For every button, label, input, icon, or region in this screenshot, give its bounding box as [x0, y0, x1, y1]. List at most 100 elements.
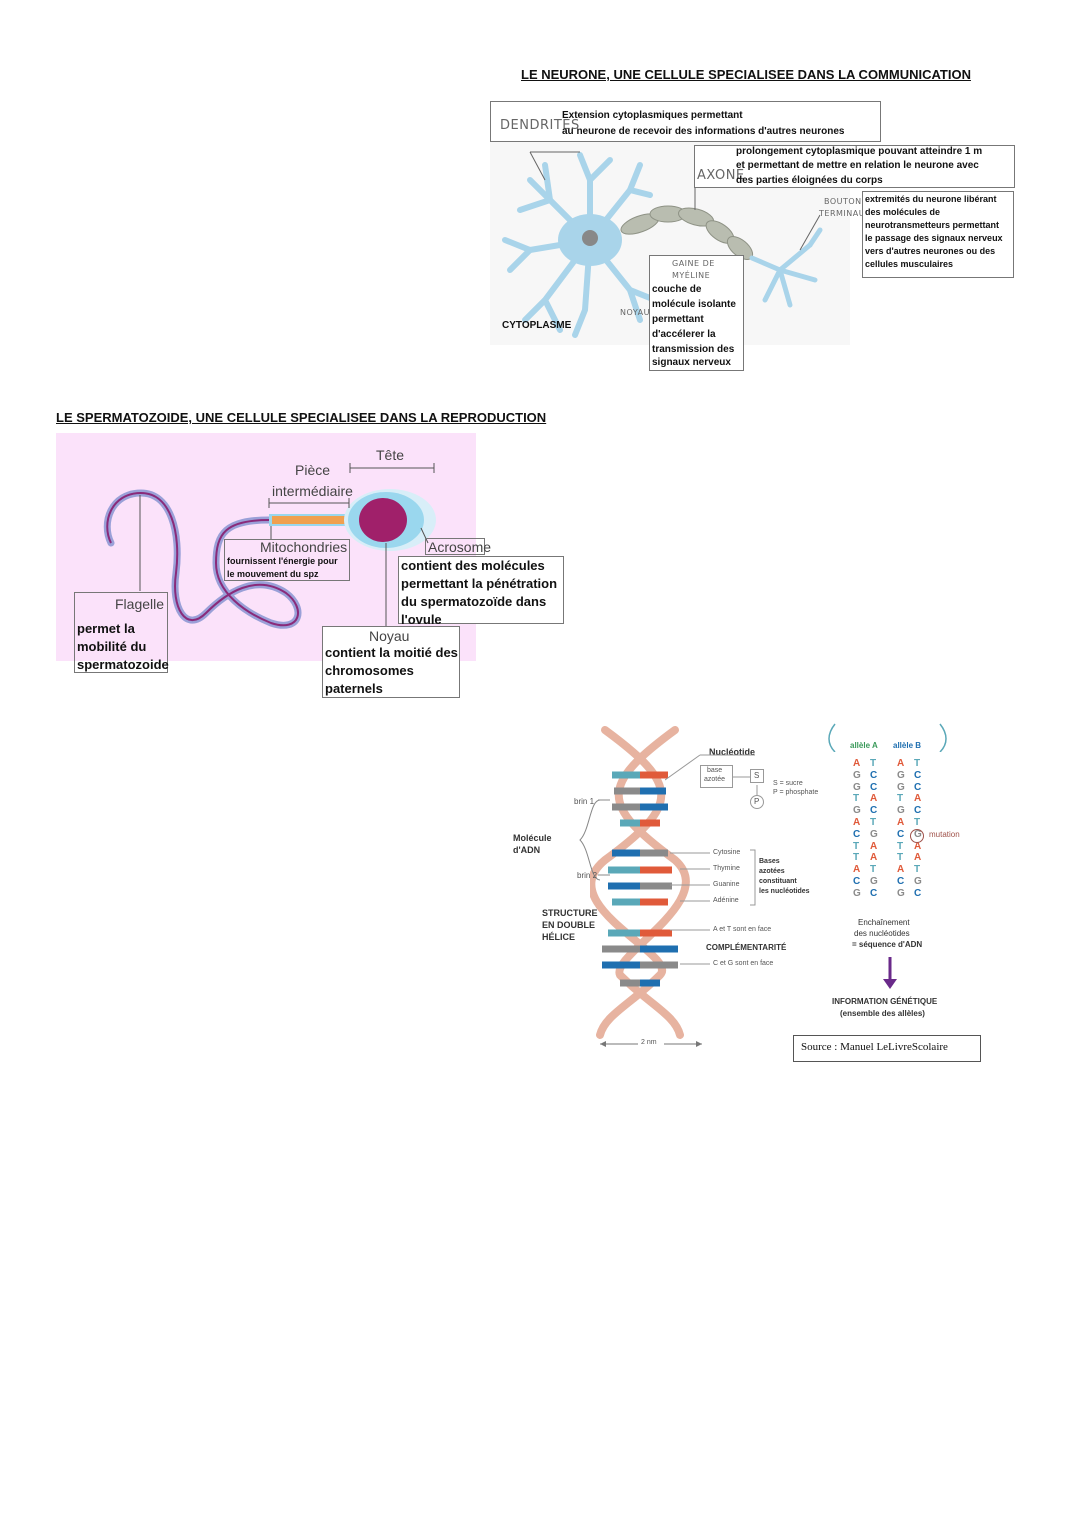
cg-face-label: C et G sont en face	[713, 960, 774, 967]
allele-letter: C	[897, 876, 905, 887]
flagelle-line: mobilité du	[77, 639, 147, 654]
mito-line2: le mouvement du spz	[227, 569, 319, 579]
s-label: S	[754, 771, 760, 780]
base-name: Cytosine	[713, 849, 741, 856]
allele-letter: G	[853, 781, 861, 793]
enchainement-line: des nucléotides	[854, 929, 910, 938]
bases-caption: les nucléotides	[759, 888, 810, 895]
bases-caption: Bases	[759, 858, 780, 865]
complementarity-label: COMPLÉMENTARITÉ	[706, 943, 787, 952]
allele-letter: T	[914, 758, 921, 769]
noyau-label: Noyau	[369, 628, 410, 644]
dna-brace-lines	[579, 799, 610, 881]
mitochondria	[272, 516, 350, 524]
flagelle-line: spermatozoide	[77, 657, 169, 672]
boutons-label1: BOUTONS	[824, 197, 868, 206]
noyau-box: Noyau contient la moitié des chromosomes…	[322, 626, 460, 698]
nucleus-dot	[582, 230, 598, 246]
flagellum-inner	[106, 491, 299, 627]
gaine-line: signaux nerveux	[652, 357, 731, 368]
at-face-label: A et T sont en face	[713, 926, 772, 933]
allele-letter: G	[853, 769, 861, 781]
cytoplasme-label: CYTOPLASME	[502, 320, 572, 331]
allele-letter: A	[870, 852, 878, 864]
gaine-line: couche de	[652, 284, 702, 295]
allele-letter: C	[897, 828, 905, 840]
flagelle-line: permet la	[77, 621, 135, 636]
axone-line2: et permettant de mettre en relation le n…	[736, 160, 979, 171]
axone-line3: des parties éloignées du corps	[736, 175, 883, 186]
allele-letter: A	[853, 758, 861, 769]
allele-letter: A	[914, 793, 922, 805]
info-label1: INFORMATION GÉNÉTIQUE	[832, 997, 938, 1006]
info-label2: (ensemble des allèles)	[840, 1009, 925, 1018]
base-name: Thymine	[713, 865, 740, 872]
allele-b-label: allèle B	[893, 741, 922, 750]
base-box: base azotée	[700, 765, 733, 788]
mutation-label: mutation	[929, 830, 960, 839]
source-text: Source : Manuel LeLivreScolaire	[801, 1041, 948, 1053]
allele-letter: T	[853, 852, 860, 864]
width-label: 2 nm	[641, 1039, 657, 1046]
gaine-line: molécule isolante	[652, 299, 736, 310]
dna-helix	[590, 726, 690, 1039]
bases-caption: constituant	[759, 878, 797, 885]
allele-letter: T	[897, 793, 904, 805]
allele-letter: T	[914, 864, 921, 876]
mito-label: Mitochondries	[260, 539, 348, 555]
acrosome-line: contient des molécules	[401, 558, 545, 573]
dna-pointer-lines	[665, 754, 758, 965]
allele-letter: T	[897, 840, 904, 852]
allele-letter: G	[870, 828, 878, 840]
allele-letter: A	[914, 840, 922, 852]
allele-letter: A	[853, 817, 861, 828]
allele-letter: C	[853, 828, 861, 840]
allele-letter: A	[897, 817, 905, 828]
piece-label1: Pièce	[295, 462, 331, 478]
allele-letter: A	[853, 864, 861, 876]
allele-letter: G	[897, 805, 905, 817]
mutation-circle	[910, 829, 924, 843]
allele-letter: A	[870, 793, 878, 805]
allele-letter: C	[914, 887, 922, 899]
dendrites-box: DENDRITES Extension cytoplasmiques perme…	[490, 101, 881, 142]
sperm-nucleus	[359, 498, 407, 542]
allele-letter: C	[914, 805, 922, 817]
piece-label2: intermédiaire	[272, 483, 353, 499]
legend-s: S = sucre	[773, 780, 803, 787]
acrosome-line: permettant la pénétration	[401, 576, 558, 591]
neuron-title: LE NEURONE, UNE CELLULE SPECIALISEE DANS…	[521, 67, 971, 82]
brin1-label: brin 1	[574, 797, 595, 806]
legend-p: P = phosphate	[773, 789, 819, 796]
boutons-label2: TERMINAUX	[819, 209, 872, 218]
allele-letter: A	[870, 840, 878, 852]
allele-letter: C	[870, 769, 878, 781]
allele-letter: T	[870, 817, 877, 828]
gaine-box: GAINE DE MYÉLINE couche de molécule isol…	[649, 255, 744, 371]
boutons-line: vers d'autres neurones ou des	[865, 246, 996, 256]
tete-label: Tête	[376, 447, 405, 463]
acrosome-line: du spermatozoïde dans	[401, 594, 547, 609]
allele-letter: G	[897, 887, 905, 899]
allele-letter: T	[897, 852, 904, 864]
allele-letter: C	[870, 805, 878, 817]
allele-letter: G	[914, 876, 922, 887]
allele-letter: C	[870, 887, 878, 899]
allele-letter: T	[914, 817, 921, 828]
allele-letter: T	[870, 758, 877, 769]
gaine-label2: MYÉLINE	[672, 271, 711, 280]
noyau-line: paternels	[325, 681, 383, 696]
molecule-label1: Molécule	[513, 833, 552, 843]
acrosome-box: contient des molécules permettant la pén…	[398, 556, 564, 627]
allele-letter: C	[870, 781, 878, 793]
flagelle-box: Flagelle permet la mobilité du spermatoz…	[74, 592, 169, 673]
nucleotide-label: Nucléotide	[709, 747, 756, 757]
gaine-label1: GAINE DE	[672, 259, 715, 268]
boutons-box: extremités du neurone libérant des moléc…	[862, 191, 1014, 278]
bases-caption: azotées	[759, 868, 785, 875]
noyau-line: chromosomes	[325, 663, 414, 678]
structure-line: EN DOUBLE	[542, 920, 596, 930]
p-label: P	[754, 797, 760, 806]
noyau-line: contient la moitié des	[325, 645, 458, 660]
sugar-square: S	[750, 769, 764, 783]
